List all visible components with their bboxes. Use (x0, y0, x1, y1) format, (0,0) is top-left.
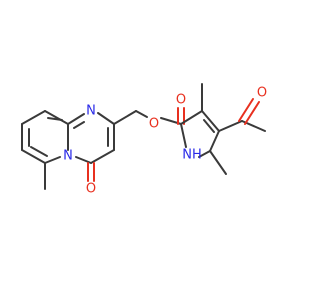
atom-n-bridge: N (63, 149, 73, 164)
bond (198, 150, 211, 158)
atom-nh-pyrrole: NH (182, 148, 202, 163)
atom-o-ester-carbonyl: O (176, 93, 186, 108)
bond (201, 110, 220, 132)
bond (238, 98, 254, 122)
bond (180, 110, 203, 125)
bond (180, 123, 187, 148)
bond (244, 101, 260, 125)
atom-o-acetyl: O (257, 86, 267, 101)
bond (44, 110, 69, 125)
bond (21, 110, 46, 125)
bond (21, 149, 46, 164)
bond (113, 110, 137, 125)
bond (67, 113, 85, 125)
bond (47, 117, 63, 121)
atom-n-ring: N (86, 104, 96, 119)
bond (73, 121, 85, 129)
bond (218, 120, 243, 132)
atom-o-ring-carbonyl: O (86, 182, 96, 197)
bond (75, 156, 92, 164)
molecule-diagram: N N O O O O NH (21, 83, 267, 197)
bond (209, 130, 220, 152)
structure-svg: N N O O O O NH (21, 83, 267, 197)
bond (209, 150, 227, 175)
bond (90, 149, 115, 164)
bond (30, 146, 48, 157)
bond (203, 119, 215, 133)
bond (135, 110, 148, 118)
bond (97, 112, 115, 125)
atom-o-ester-ether: O (149, 117, 159, 132)
bond (44, 156, 61, 164)
